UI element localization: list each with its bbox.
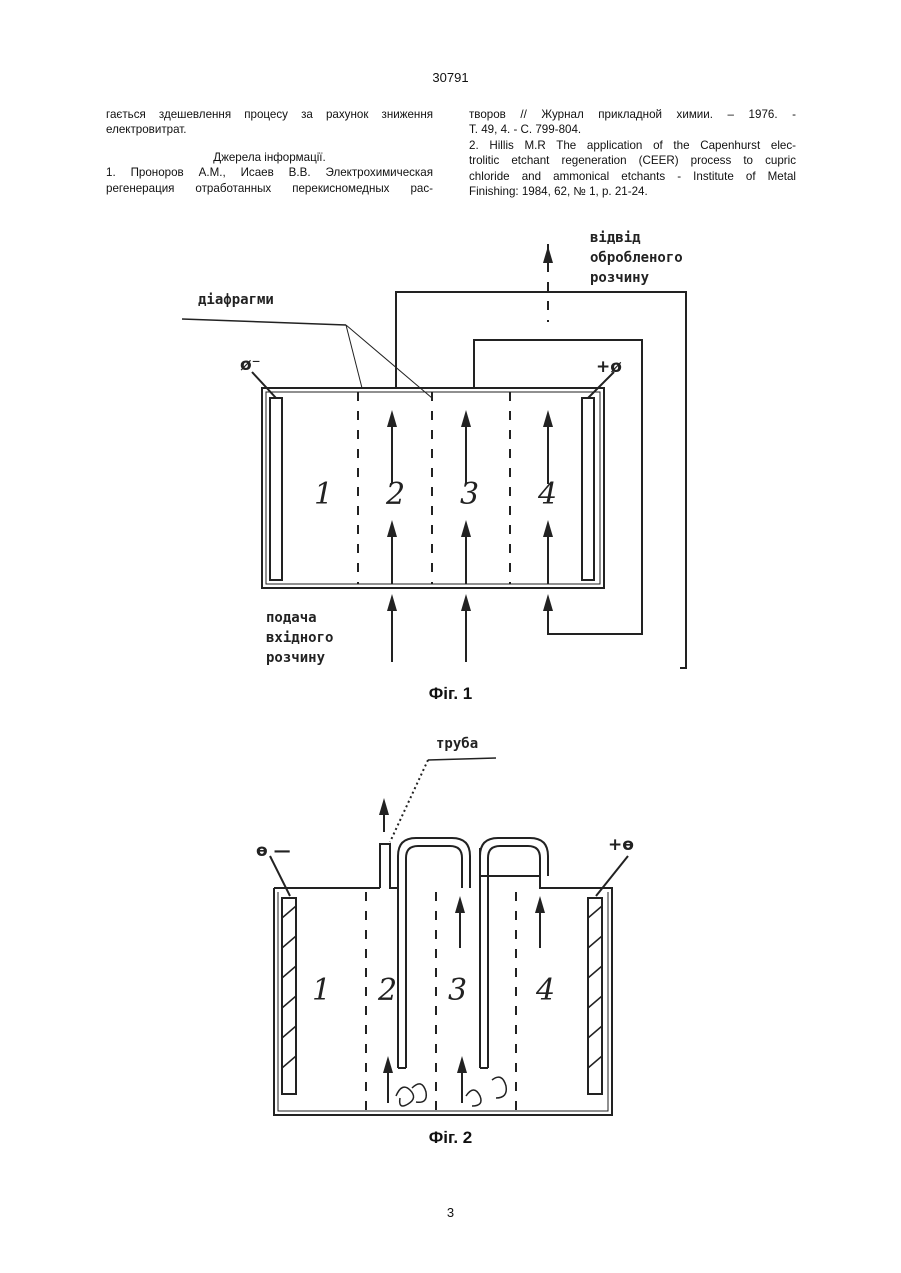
- reference-2-line-3: chloride and ammonical etchants - Instit…: [469, 169, 796, 184]
- cathode-electrode: [270, 398, 282, 580]
- outlet-label-2: обробленого: [590, 250, 683, 266]
- u-tube-1: [398, 838, 470, 1068]
- page-code: 30791: [0, 70, 901, 85]
- left-column: гається здешевлення процесу за рахунок з…: [106, 107, 433, 196]
- recirculation-pipe: [474, 340, 642, 634]
- chamber-4-label: 4: [537, 477, 557, 512]
- outlet-label-3: розчину: [590, 270, 650, 286]
- cathode-electrode: [282, 898, 296, 1094]
- negative-terminal: ø⁻: [240, 355, 261, 375]
- reference-2-line-1: 2. Hillis M.R The application of the Cap…: [469, 138, 796, 153]
- figure-2: 1 2 3 4 труба ө — +ө: [0, 728, 901, 1128]
- pipe-pointer: [390, 760, 428, 842]
- paragraph: гається здешевлення процесу за рахунок з…: [106, 107, 433, 138]
- inlet-label-1: подача: [266, 610, 317, 626]
- inlet-label-2: вхідного: [266, 630, 333, 646]
- flow-arrows: [387, 246, 553, 611]
- anode-electrode: [588, 898, 602, 1094]
- figure-1-caption: Фіг. 1: [0, 684, 901, 704]
- figure-2-drawing: 1 2 3 4 труба ө — +ө: [0, 728, 901, 1128]
- page-number: 3: [0, 1205, 901, 1220]
- chamber-3-label: 3: [448, 973, 467, 1008]
- right-column: творов // Журнал прикладной химии. – 197…: [469, 107, 796, 199]
- u-tube-2: [480, 838, 548, 1068]
- positive-terminal: +ø: [596, 357, 622, 377]
- chamber-2-label: 2: [377, 973, 397, 1008]
- reference-1-line-1: 1. Проноров А.М., Исаев В.В. Электрохими…: [106, 165, 433, 180]
- outlet-label-1: відвід: [590, 230, 641, 246]
- reference-2-line-2: trolitic etchant regeneration (CEER) pro…: [469, 153, 796, 168]
- bubbles: [396, 1077, 506, 1106]
- pipe-label: труба: [436, 736, 478, 752]
- chamber-1-label: 1: [314, 477, 333, 512]
- figure-2-caption: Фіг. 2: [0, 1128, 901, 1148]
- diaphragms-label: діафрагми: [198, 292, 274, 308]
- figure-1-drawing: 1 2 3 4 діафрагми відвід обробленого роз…: [0, 222, 901, 682]
- chamber-4-label: 4: [535, 973, 555, 1008]
- reference-2-line-4: Finishing: 1984, 62, № 1, p. 21-24.: [469, 184, 796, 199]
- positive-terminal: +ө: [608, 835, 634, 855]
- diaphragms: [358, 244, 548, 584]
- negative-terminal: ө —: [256, 841, 291, 861]
- chamber-3-label: 3: [460, 477, 479, 512]
- chamber-2-label: 2: [385, 477, 405, 512]
- figure-1: 1 2 3 4 діафрагми відвід обробленого роз…: [0, 222, 901, 682]
- inlet-label-3: розчину: [266, 650, 326, 666]
- reference-1-cont-line-1: творов // Журнал прикладной химии. – 197…: [469, 107, 796, 122]
- reference-1-line-2: регенерация отработанных перекисномедных…: [106, 181, 433, 196]
- reference-1-cont-line-2: Т. 49, 4. - С. 799-804.: [469, 122, 796, 137]
- anode-electrode: [582, 398, 594, 580]
- sources-heading: Джерела інформації.: [106, 150, 433, 165]
- chamber-1-label: 1: [312, 973, 331, 1008]
